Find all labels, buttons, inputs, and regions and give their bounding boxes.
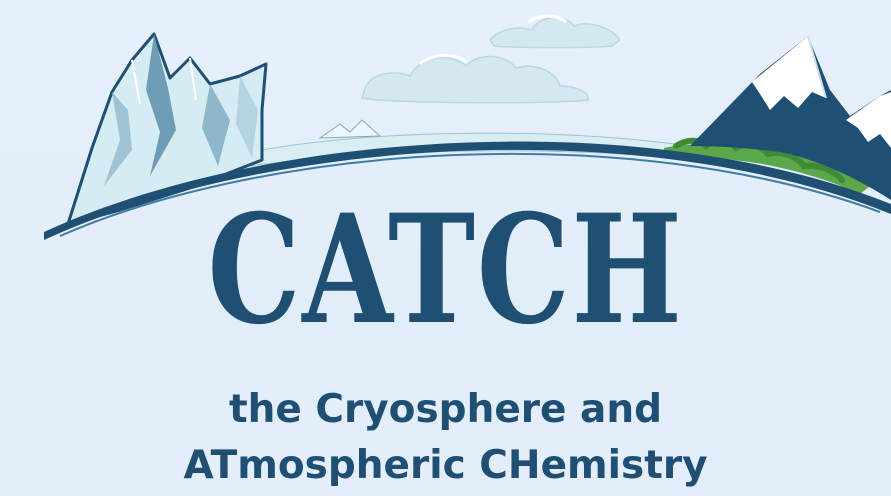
logo-tagline-line2: ATmospheric CHemistry: [183, 443, 708, 488]
grass-strip: [664, 144, 870, 194]
cloud-icon: [489, 14, 622, 49]
snowy-mountains-icon: [690, 35, 891, 200]
logo-title: CATCH: [207, 182, 684, 358]
logo-tagline-line1: the Cryosphere and: [228, 387, 663, 432]
cloud-icon: [361, 54, 589, 104]
